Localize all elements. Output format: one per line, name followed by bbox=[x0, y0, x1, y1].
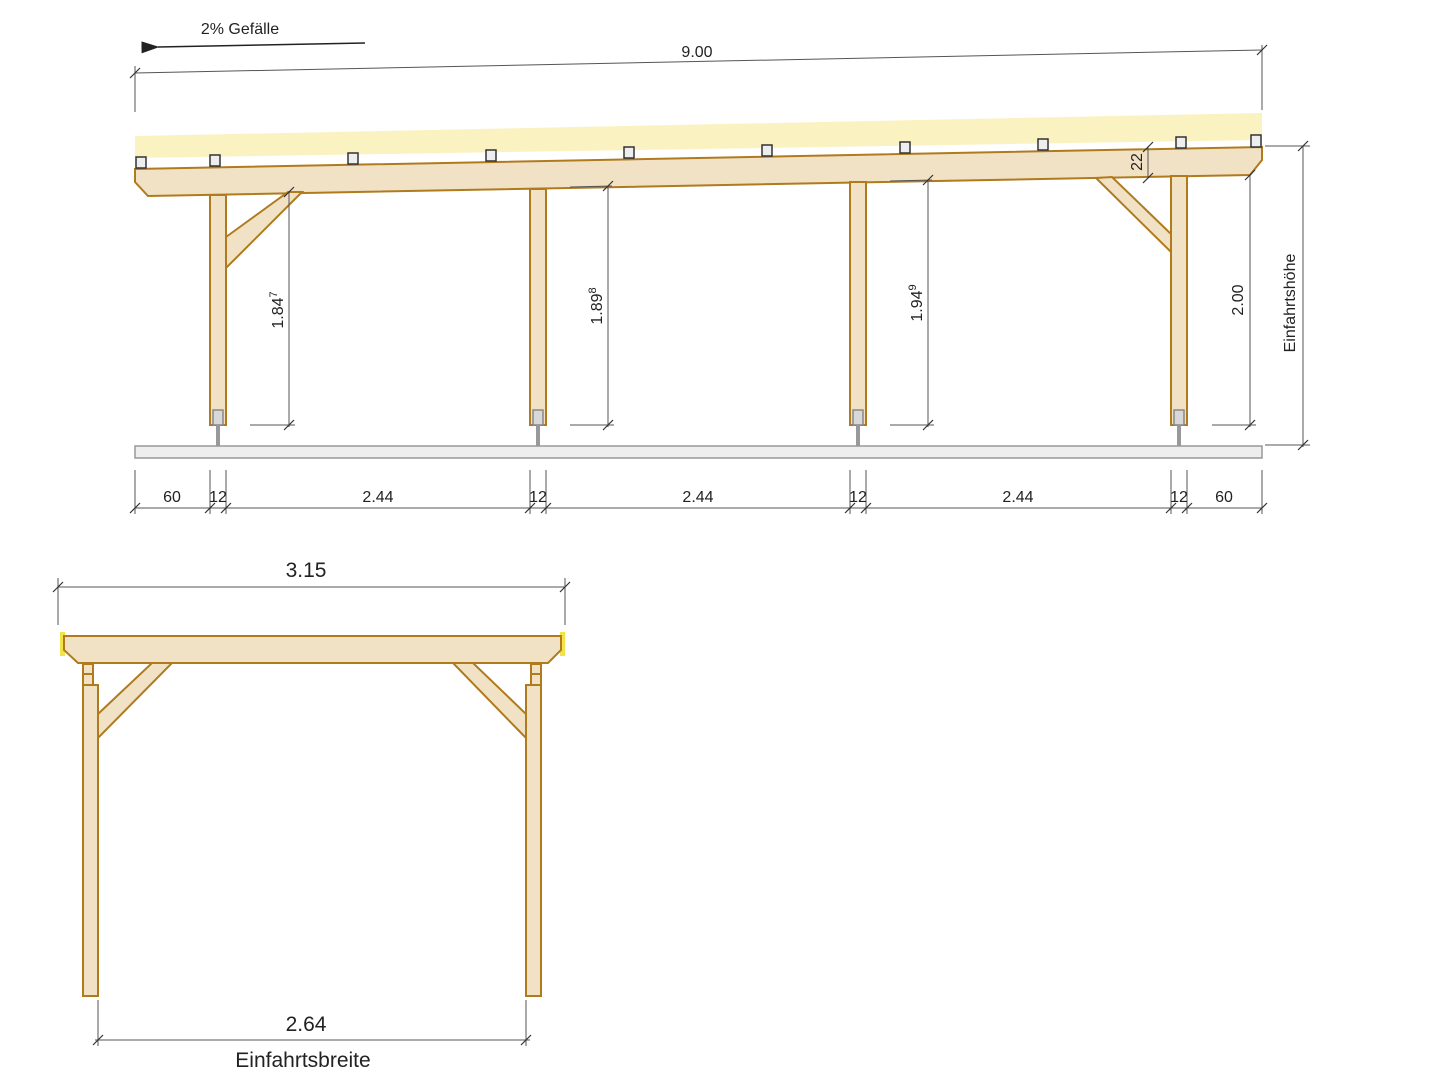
purlin bbox=[899, 141, 911, 154]
height-label-sup: 9 bbox=[907, 284, 919, 290]
dim-label: 12 bbox=[849, 489, 867, 506]
clear-width-caption: Einfahrtsbreite bbox=[235, 1049, 370, 1072]
purlin bbox=[1175, 136, 1187, 149]
knee-brace-right bbox=[1093, 175, 1172, 255]
dim-label: 12 bbox=[529, 489, 547, 506]
total-length-dimension: 9.00 bbox=[129, 44, 1268, 112]
roof-panel bbox=[135, 113, 1262, 158]
front-post-left bbox=[82, 684, 99, 997]
roof-edge-right bbox=[560, 632, 565, 656]
height-label: 1.94 bbox=[909, 290, 926, 321]
purlin bbox=[623, 146, 635, 159]
purlins bbox=[135, 134, 1262, 169]
purlin bbox=[761, 144, 773, 157]
height-label-sup: 7 bbox=[268, 291, 280, 297]
purlin bbox=[209, 154, 221, 167]
post-spacer bbox=[82, 673, 94, 686]
clear-width-label: 2.64 bbox=[286, 1013, 327, 1036]
front-post-right bbox=[525, 684, 542, 997]
height-dimension-1: 1.847 bbox=[250, 186, 295, 431]
clear-width-dimension: 2.64 Einfahrtsbreite bbox=[92, 1000, 532, 1072]
purlin bbox=[1037, 138, 1049, 151]
dim-label: 2.44 bbox=[1002, 489, 1033, 506]
slope-label: 2% Gefälle bbox=[201, 21, 279, 38]
post-spacer bbox=[82, 663, 94, 675]
post-anchors bbox=[212, 409, 1185, 446]
purlin bbox=[135, 156, 147, 169]
dim-label: 60 bbox=[163, 489, 181, 506]
front-brace-right bbox=[450, 662, 527, 741]
side-view: 2% Gefälle 9.00 bbox=[129, 21, 1310, 514]
height-label: 1.84 bbox=[270, 297, 287, 328]
slope-arrow-icon bbox=[141, 41, 366, 54]
height-dimension-4: 2.00 bbox=[1212, 169, 1256, 431]
post bbox=[849, 181, 867, 426]
height-dimension-2: 1.898 bbox=[569, 180, 614, 431]
front-brace-left bbox=[97, 662, 175, 741]
roof-edge-left bbox=[60, 632, 65, 656]
total-length-label: 9.00 bbox=[681, 44, 712, 61]
ground-slab bbox=[134, 445, 1263, 459]
clearance-height-dimension: Einfahrtshöhe bbox=[1265, 140, 1310, 451]
height-dimension-3: 1.949 bbox=[889, 174, 934, 431]
dim-label: 12 bbox=[209, 489, 227, 506]
dim-label: 12 bbox=[1170, 489, 1188, 506]
dim-label: 2.44 bbox=[682, 489, 713, 506]
post-spacer bbox=[530, 663, 542, 675]
post-spacer bbox=[530, 673, 542, 686]
beam-height-dimension: 22 bbox=[1129, 141, 1154, 184]
dim-label: 2.44 bbox=[362, 489, 393, 506]
posts bbox=[209, 175, 1188, 426]
height-label: 2.00 bbox=[1230, 284, 1247, 315]
front-beam bbox=[63, 635, 562, 664]
clearance-height-label: Einfahrtshöhe bbox=[1282, 254, 1299, 353]
total-width-dimension: 3.15 bbox=[52, 559, 571, 625]
svg-text:1.898: 1.898 bbox=[587, 287, 606, 324]
svg-text:1.847: 1.847 bbox=[268, 291, 287, 328]
purlin bbox=[485, 149, 497, 162]
beam-height-label: 22 bbox=[1129, 153, 1146, 171]
front-view: 3.15 2.64 Einfahrtsbreite bbox=[52, 559, 571, 1072]
dim-label: 60 bbox=[1215, 489, 1233, 506]
post bbox=[1170, 175, 1188, 426]
total-width-label: 3.15 bbox=[286, 559, 327, 582]
purlin bbox=[347, 152, 359, 165]
bottom-dimension-chain: 60 12 2.44 12 2.44 12 2.44 12 60 bbox=[129, 470, 1268, 514]
height-label-sup: 8 bbox=[587, 287, 599, 293]
post bbox=[529, 188, 547, 426]
height-label: 1.89 bbox=[589, 293, 606, 324]
svg-text:1.949: 1.949 bbox=[907, 284, 926, 321]
knee-brace-left bbox=[225, 191, 305, 271]
purlin bbox=[1250, 134, 1262, 148]
post bbox=[209, 194, 227, 426]
